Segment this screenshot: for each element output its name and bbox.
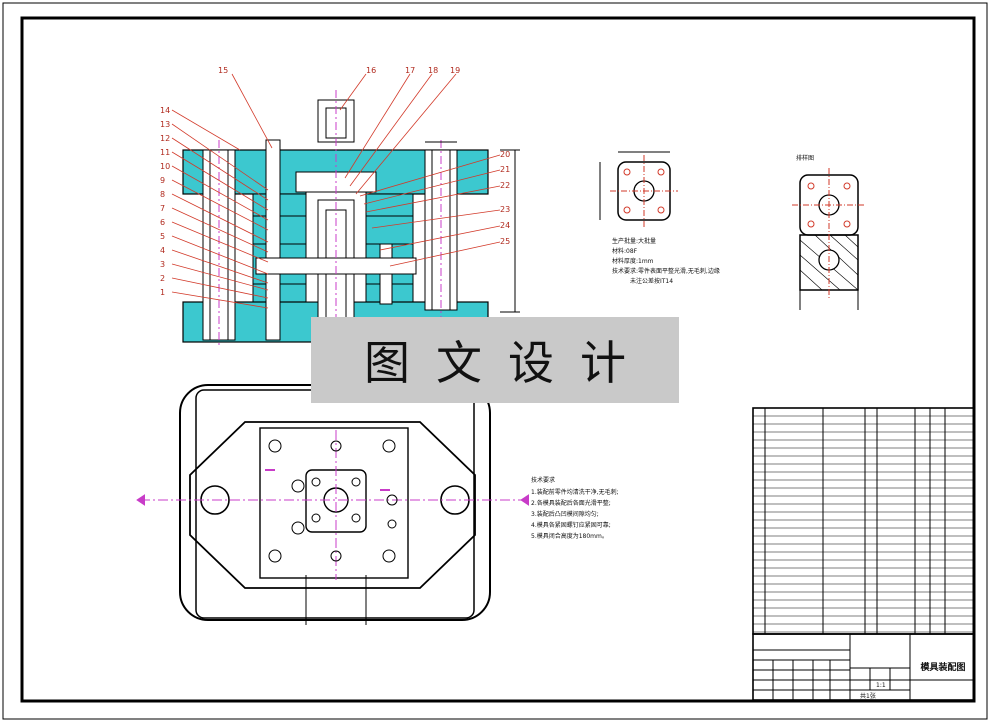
leader-lines [171, 73, 501, 309]
part-drawing-blank [599, 151, 678, 228]
strip-layout-drawing: 排样图 [792, 154, 866, 310]
part-number-3: 3 [160, 260, 165, 269]
part-notes-4: 未注公差按IT14 [630, 277, 673, 285]
part-number-16: 16 [366, 66, 376, 75]
tech-req-line-3: 4.模具各紧固螺钉应紧固可靠; [531, 521, 611, 529]
part-notes-3: 技术要求:零件表面平整光滑,无毛刺,边缘 [612, 267, 720, 275]
part-number-7: 7 [160, 204, 165, 213]
part-number-20: 20 [500, 150, 510, 159]
inner-border [20, 16, 976, 703]
part-number-14: 14 [160, 106, 170, 115]
part-number-18: 18 [428, 66, 438, 75]
part-number-11: 11 [160, 148, 170, 157]
part-number-22: 22 [500, 181, 510, 190]
part-number-12: 12 [160, 134, 170, 143]
part-number-10: 10 [160, 162, 170, 171]
part-notes-0: 生产批量:大批量 [612, 237, 656, 245]
strip-layout-label: 排样图 [796, 154, 814, 162]
part-number-19: 19 [450, 66, 460, 75]
parts-list-table [752, 407, 975, 635]
part-number-1: 1 [160, 288, 165, 297]
tech-req-title: 技术要求 [531, 476, 555, 484]
part-number-23: 23 [500, 205, 510, 214]
part-notes-1: 材料:08F [612, 247, 638, 255]
front-section-view [182, 90, 520, 350]
part-notes-2: 材料厚度:1mm [612, 257, 654, 265]
part-number-6: 6 [160, 218, 165, 227]
watermark-text: 图文设计 [364, 336, 652, 390]
part-number-15: 15 [218, 66, 228, 75]
watermark-banner: 图文设计 [311, 317, 679, 403]
part-number-2: 2 [160, 274, 165, 283]
part-number-4: 4 [160, 246, 165, 255]
part-number-8: 8 [160, 190, 165, 199]
part-number-13: 13 [160, 120, 170, 129]
tech-req-line-4: 5.模具闭合高度为180mm。 [531, 532, 608, 540]
tech-req-line-0: 1.装配前零件均清洗干净,无毛刺; [531, 488, 619, 496]
part-number-25: 25 [500, 237, 510, 246]
drawing-title: 模具装配图 [920, 663, 966, 673]
part-number-5: 5 [160, 232, 165, 241]
title-sheet-count: 共1张 [860, 692, 876, 700]
plan-view [136, 384, 530, 625]
part-number-21: 21 [500, 165, 510, 174]
part-number-24: 24 [500, 221, 510, 230]
title-block [752, 633, 975, 701]
tech-req-line-1: 2.各模具装配后各面光滑平整; [531, 499, 611, 507]
part-number-9: 9 [160, 176, 165, 185]
title-scale: 1:1 [876, 682, 886, 689]
tech-req-line-2: 3.装配后凸凹模间隙均匀; [531, 510, 599, 518]
part-number-17: 17 [405, 66, 415, 75]
